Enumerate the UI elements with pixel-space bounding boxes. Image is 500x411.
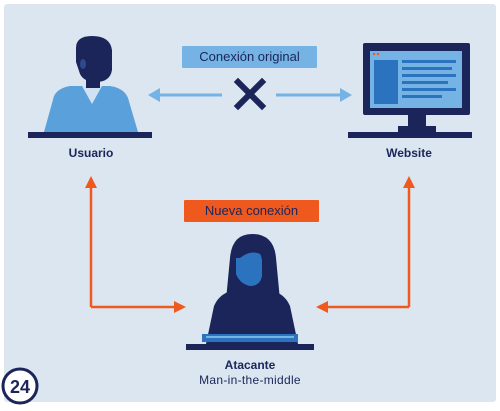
new-connection-arrows [85, 176, 415, 313]
website-monitor-icon [348, 43, 472, 138]
attacker-icon [186, 234, 314, 350]
user-label: Usuario [68, 146, 114, 160]
attacker-sublabel: Man-in-the-middle [199, 373, 301, 387]
attacker-label: Atacante [224, 358, 276, 372]
logo-24-icon: 24 [0, 366, 40, 406]
website-label: Website [386, 146, 432, 160]
user-icon [28, 36, 152, 138]
cross-icon [233, 77, 267, 111]
original-connection-label: Conexión original [182, 46, 317, 68]
original-connection-arrows [148, 88, 352, 102]
logo-text: 24 [10, 377, 30, 397]
new-connection-label: Nueva conexión [184, 200, 319, 222]
